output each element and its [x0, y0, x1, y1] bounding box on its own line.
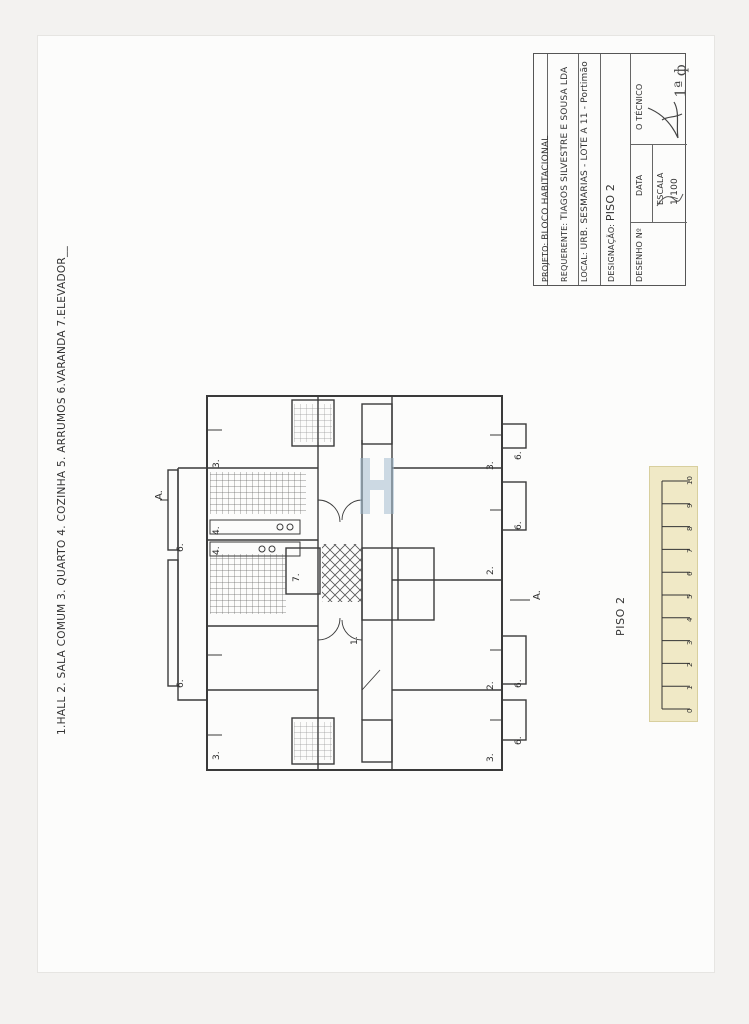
scale-tick-label: 1: [686, 685, 694, 691]
section-mark-a: A.: [154, 490, 165, 500]
scale-bar: 0 1 2 3 4 5 6 7 8 9 10: [649, 466, 698, 722]
scale-tick-label: 7: [686, 548, 694, 554]
room-label: 6.: [176, 543, 186, 552]
room-label: 1.: [350, 636, 360, 645]
room-label: 2.: [486, 681, 496, 690]
scale-tick-label: 5: [686, 594, 694, 599]
room-label: 6.: [514, 451, 524, 460]
title-block: [533, 53, 687, 286]
scale-tick-label: 3: [686, 640, 694, 645]
room-label: 3.: [212, 751, 222, 760]
watermark-logo: [360, 458, 394, 514]
section-mark-a: A.: [532, 590, 543, 600]
scale-tick-label: 4: [686, 617, 694, 622]
scale-tick-label: 6: [686, 571, 694, 577]
drawing-sheet: [38, 36, 714, 972]
room-label: 3.: [486, 753, 496, 762]
room-label: 4.: [212, 546, 222, 555]
room-label: 6.: [514, 679, 524, 688]
room-label: 6.: [176, 679, 186, 688]
room-label: 3.: [486, 461, 496, 470]
escala-signature-mark: [656, 193, 684, 207]
scale-tick-label: 0: [686, 708, 694, 713]
room-label: 2.: [486, 566, 496, 575]
scale-tick-label: 10: [686, 476, 694, 485]
scale-tick-label: 2: [686, 662, 694, 668]
plan-label: PISO 2: [614, 596, 627, 636]
room-label: 4.: [212, 526, 222, 535]
technician-signature: [647, 101, 683, 139]
scale-tick-label: 9: [686, 503, 694, 508]
room-label: 3.: [212, 459, 222, 468]
room-label: 7.: [292, 573, 302, 582]
room-label: 6.: [514, 521, 524, 530]
room-label: 6.: [514, 736, 524, 745]
scale-tick-label: 8: [686, 526, 694, 531]
